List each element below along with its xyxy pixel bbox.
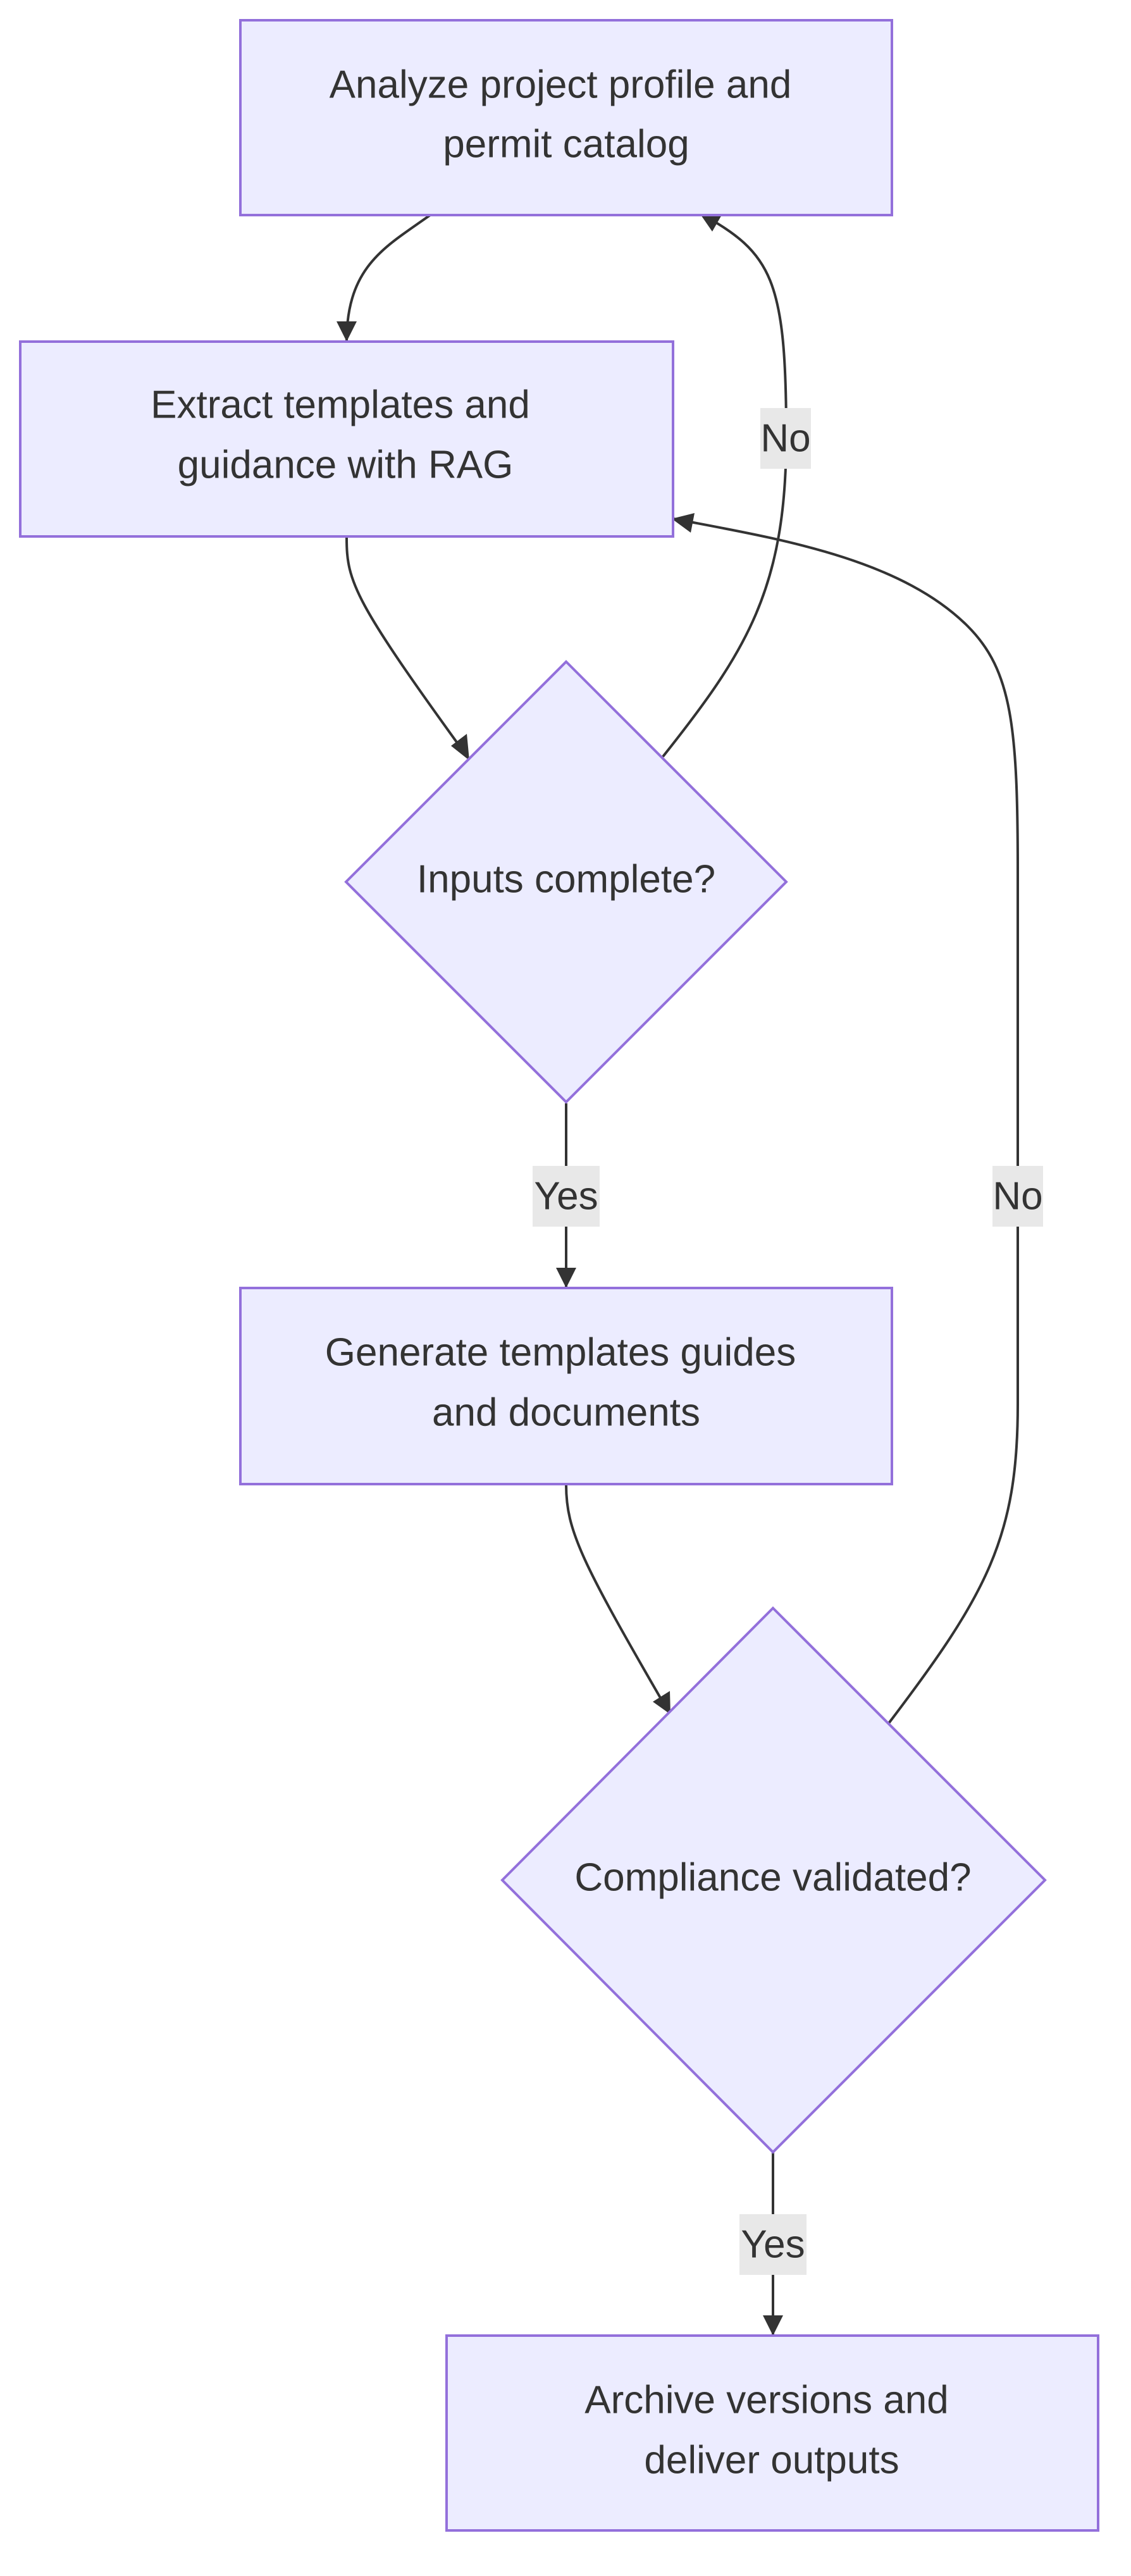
edge-label-compliance-no-text: No: [992, 1175, 1042, 1218]
arrowhead-analyze-to-extract: [337, 321, 357, 342]
edge-label-compliance-no: No: [992, 1166, 1043, 1227]
edge-label-inputs-yes: Yes: [533, 1166, 600, 1227]
node-compliance-label: Compliance validated?: [574, 1856, 971, 1900]
edge-analyze-to-extract: [345, 214, 431, 342]
node-generate-box: [239, 1287, 893, 1485]
nodes: Analyze project profile and permit catal…: [19, 19, 1099, 2532]
edge-label-inputs-yes-text: Yes: [534, 1175, 598, 1218]
arrowhead-inputs-yes-to-generate: [556, 1268, 576, 1288]
edge-labels: No Yes No Yes: [533, 408, 1043, 2275]
node-analyze: Analyze project profile and permit catal…: [239, 19, 893, 216]
node-extract-line2: guidance with RAG: [178, 443, 514, 487]
node-analyze-line1: Analyze project profile and: [330, 63, 792, 107]
edge-compliance-no-to-extract: [673, 517, 1019, 1725]
node-inputs-complete-label: Inputs complete?: [417, 858, 715, 901]
node-archive: Archive versions and deliver outputs: [445, 2334, 1099, 2532]
arrowhead-generate-to-compliance: [653, 1691, 671, 1714]
arrowhead-compliance-no-to-extract: [672, 513, 695, 533]
node-archive-line1: Archive versions and: [584, 2379, 949, 2422]
node-generate: Generate templates guides and documents: [239, 1287, 893, 1485]
edge-label-inputs-no: No: [760, 408, 811, 469]
node-compliance-diamond: [500, 1606, 1047, 2154]
node-generate-line1: Generate templates guides: [325, 1331, 796, 1375]
edge-label-inputs-no-text: No: [760, 417, 810, 461]
node-analyze-box: [239, 19, 893, 216]
node-analyze-line2: permit catalog: [443, 123, 689, 166]
node-extract-box: [19, 340, 674, 538]
node-generate-line2: and documents: [432, 1391, 700, 1435]
edge-label-compliance-yes: Yes: [739, 2214, 807, 2275]
node-inputs-complete: Inputs complete?: [344, 660, 788, 1104]
node-archive-line2: deliver outputs: [644, 2439, 899, 2482]
node-extract: Extract templates and guidance with RAG: [19, 340, 674, 538]
node-inputs-complete-diamond: [344, 660, 788, 1104]
node-compliance: Compliance validated?: [500, 1606, 1047, 2154]
arrowhead-extract-to-inputs: [451, 734, 469, 760]
edge-extract-to-inputs: [345, 537, 469, 759]
arrowhead-compliance-yes-to-archive: [763, 2315, 783, 2336]
arrowhead-inputs-no-to-analyze: [700, 213, 722, 232]
edge-label-compliance-yes-text: Yes: [741, 2223, 805, 2267]
edge-inputs-no-to-analyze: [662, 213, 788, 758]
node-extract-line1: Extract templates and: [151, 383, 530, 427]
edge-generate-to-compliance: [565, 1484, 671, 1714]
node-archive-box: [445, 2334, 1099, 2532]
